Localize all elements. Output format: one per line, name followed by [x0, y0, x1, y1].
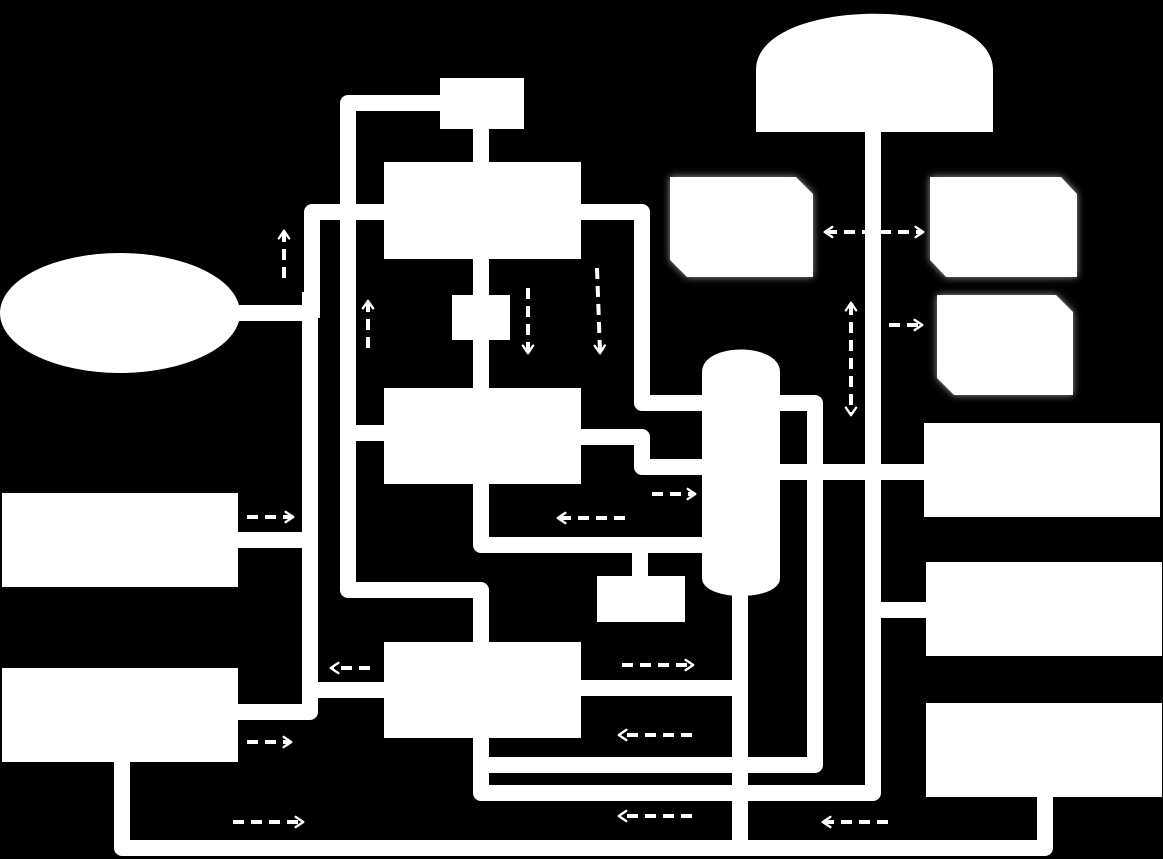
right-output-box-2 — [926, 562, 1162, 656]
pipe-upper-box-left — [304, 204, 393, 318]
chamfered-box-1 — [670, 177, 813, 277]
upper-center-box — [384, 162, 581, 259]
middle-center-box — [384, 388, 581, 484]
cylinder-center — [702, 349, 780, 596]
pipe-middle-box-to-cylinder — [572, 429, 713, 475]
chamfered-box-3 — [937, 295, 1073, 395]
pipe-middle-box-return — [473, 474, 713, 553]
right-output-box-1 — [924, 423, 1160, 517]
pipe-network — [114, 95, 1053, 856]
pipe-left-collector — [232, 292, 318, 720]
pipe-top-loop — [340, 95, 448, 441]
right-output-box-3 — [926, 703, 1162, 797]
pipe-bottom-collector — [114, 757, 1053, 856]
left-input-box-2 — [2, 668, 238, 762]
chamfered-box-2 — [930, 177, 1077, 277]
small-top-box — [440, 78, 524, 129]
pipe-upper-box-to-cylinder — [572, 204, 713, 411]
pipe-cylinder-right-loop — [473, 395, 823, 773]
dome-top-right — [756, 13, 993, 132]
flow-arrow-down-diagonal — [593, 267, 607, 355]
bottom-small-box — [597, 576, 685, 622]
flow-arrow-layer — [233, 225, 925, 829]
small-connector-box — [452, 295, 510, 340]
lower-center-box — [384, 642, 581, 738]
pipe-left-loop-to-lower-box — [340, 425, 489, 653]
left-input-box-1 — [2, 493, 238, 587]
node-layer — [0, 13, 1162, 797]
pipe-dome-vertical — [473, 120, 881, 801]
ellipse-left — [0, 253, 240, 373]
